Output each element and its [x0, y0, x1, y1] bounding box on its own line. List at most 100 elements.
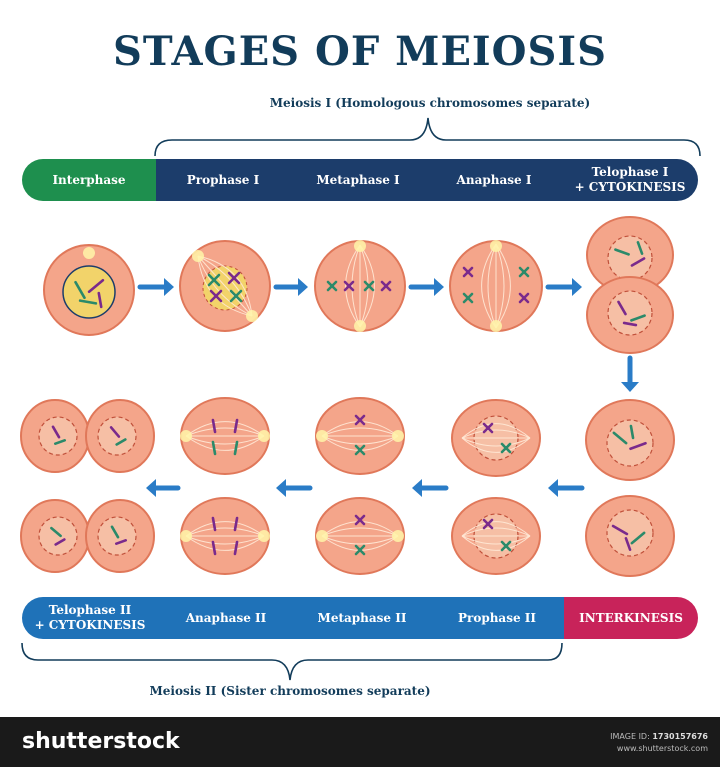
cell-interkinesis-top-nucleus: [606, 419, 654, 467]
meiosis-2-caption: Meiosis II (Sister chromosomes separate): [149, 684, 431, 698]
cell-anaphase-1-spindle-fiber-0: [495, 243, 511, 329]
cell-anaphase-2-top-chrom-4: [233, 440, 239, 456]
stage-label-prophase-2: Prophase II: [430, 597, 564, 639]
cell-anaphase-2-bottom-spindle: [185, 521, 265, 551]
cell-telophase-1-bottom-chrom-2: [630, 314, 646, 322]
cell-prophase-2-top-chrom-1-arm-b: [482, 422, 494, 434]
cell-prophase-2-bottom-chrom-1-arm-b: [482, 518, 494, 530]
cell-telophase-2-top-right-chrom-1: [109, 426, 121, 438]
cell-interkinesis-bottom-nucleus: [606, 509, 654, 557]
arrow-telophase-1-to-interkinesis-head: [621, 382, 639, 392]
anaphase-2-label: Anaphase II: [185, 610, 267, 625]
cell-anaphase-1-spindle-fiber-1: [495, 243, 505, 329]
cell-metaphase-1-spindle-fiber-4: [345, 244, 361, 328]
cell-anaphase-1-chrom-3-arm-b: [518, 266, 530, 278]
cell-metaphase-2-bottom-chrom-2-arm-b: [354, 544, 366, 556]
cell-anaphase-2-top-centrosome-a: [180, 430, 192, 442]
cell-telophase-2-top-right-chrom-2: [115, 438, 127, 446]
interphase-label: Interphase: [52, 172, 126, 187]
cell-telophase-2-bottom-left-nucleus: [38, 516, 78, 556]
cell-prophase-2-bottom-spindle-fiber-4: [461, 535, 531, 551]
arrow-interphase-to-prophase-1-head: [164, 278, 174, 296]
cell-prophase-1-centrosome-a: [192, 250, 204, 262]
arrow-prophase-2-to-metaphase-2-head: [412, 479, 422, 497]
cell-anaphase-2-bottom-spindle-fiber-0: [185, 521, 265, 537]
stage-label-telophase-1: Telophase I + CYTOKINESIS: [562, 159, 698, 201]
cell-anaphase-1-centrosome-b: [490, 320, 502, 332]
cell-prophase-2-bottom-chrom-2: [500, 540, 512, 552]
cell-anaphase-1: [449, 240, 543, 332]
cell-anaphase-1-chrom-4-arm-b: [518, 292, 530, 304]
prophase-1-label: Prophase I: [186, 172, 260, 187]
cell-prophase-2-bottom-spindle-fiber-3: [461, 535, 531, 545]
telophase-2-cytokinesis-label: + CYTOKINESIS: [34, 618, 146, 632]
cell-anaphase-2-bottom-centrosome-b: [258, 530, 270, 542]
cell-prophase-1-chrom-2: [227, 271, 241, 285]
cell-anaphase-1-spindle-fiber-4: [481, 243, 497, 329]
cell-anaphase-1-chrom-4: [518, 292, 530, 304]
cell-metaphase-2-top-chrom-2: [354, 444, 366, 456]
cell-telophase-1-bottom-chrom-3: [622, 321, 638, 327]
stage-brackets: [21, 117, 701, 681]
cell-telophase-2-bottom-right-chrom-2: [115, 538, 127, 546]
cell-prophase-2-bottom-spindle-fiber-1: [461, 527, 531, 537]
stage-label-interkinesis: INTERKINESIS: [564, 597, 698, 639]
cell-interphase: [43, 244, 135, 336]
cell-interkinesis-bottom-chrom-1: [611, 524, 629, 536]
cell-telophase-1-top-chrom-3: [636, 241, 644, 255]
cell-anaphase-2-bottom-chrom-3: [211, 540, 217, 556]
cell-interkinesis-top-chrom-3: [629, 424, 635, 440]
cell-metaphase-2-bottom-chrom-2: [354, 544, 366, 556]
cell-metaphase-2-top-centrosome-a: [316, 430, 328, 442]
cell-metaphase-1-centrosome-a: [354, 240, 366, 252]
stage-label-anaphase-1: Anaphase I: [426, 159, 562, 201]
cell-prophase-1-chrom-4: [229, 289, 243, 303]
stage-label-interphase: Interphase: [22, 159, 156, 201]
cell-interphase-centrosome: [83, 247, 95, 259]
cell-prophase-2-top-spindle-fiber-4: [461, 437, 531, 453]
stage-label-anaphase-2: Anaphase II: [158, 597, 294, 639]
cell-telophase-2-top-left-chrom-2: [54, 438, 66, 446]
meiosis-1-stage-band: Interphase Prophase I Metaphase I Anapha…: [22, 159, 698, 201]
arrow-interkinesis-to-prophase-2-head: [548, 479, 558, 497]
cell-metaphase-2-top: [315, 397, 405, 475]
cell-prophase-2-top-chrom-1: [482, 422, 494, 434]
arrow-metaphase-2-to-anaphase-2-head: [276, 479, 286, 497]
arrow-interkinesis-to-prophase-2: [548, 479, 585, 497]
telophase-1-cytokinesis-label: + CYTOKINESIS: [574, 180, 686, 194]
cell-interkinesis-top-chrom-1: [612, 431, 628, 445]
image-id-label: IMAGE ID:: [610, 732, 650, 741]
cell-metaphase-2-top-chrom-2-arm-b: [354, 444, 366, 456]
cell-anaphase-2-bottom-spindle-fiber-3: [185, 535, 265, 545]
cell-anaphase-1-chrom-2-arm-b: [462, 292, 474, 304]
cell-telophase-1-bottom-chrom-1: [617, 300, 627, 316]
cell-interphase-chromatin-3: [78, 299, 98, 305]
shutterstock-logo: shutterstock: [22, 729, 180, 754]
cell-anaphase-2-bottom-chrom-1: [211, 516, 217, 532]
cell-prophase-2-bottom-spindle: [461, 521, 531, 551]
prophase-2-label: Prophase II: [457, 610, 537, 625]
cell-interkinesis-top: [585, 399, 675, 481]
arrow-interphase-to-prophase-1: [137, 278, 174, 296]
arrow-anaphase-2-to-telophase-2: [146, 479, 181, 497]
meiosis-2-bracket: [21, 642, 563, 681]
cell-anaphase-2-top-spindle: [185, 421, 265, 451]
cell-anaphase-1-chrom-1-arm-b: [462, 266, 474, 278]
cell-interphase-chromatin-2: [87, 278, 105, 294]
telophase-2-label: Telophase II: [48, 603, 132, 617]
cell-metaphase-1-chrom-1: [326, 280, 338, 292]
cell-anaphase-2-top-spindle-fiber-3: [185, 435, 265, 445]
metaphase-2-label: Metaphase II: [317, 610, 407, 625]
cell-telophase-2-top-left: [20, 399, 90, 473]
cell-interkinesis-bottom: [585, 495, 675, 577]
cell-interkinesis-bottom-chrom-2: [630, 531, 646, 545]
cell-telophase-1-bottom-nucleus: [607, 290, 653, 336]
cell-interphase-chromatin-1: [74, 280, 86, 300]
cell-metaphase-1-spindle-fiber-0: [359, 244, 375, 328]
meiosis-diagram: [20, 117, 701, 681]
cell-prophase-1-chrom-1-arm-b: [207, 273, 221, 287]
cell-prophase-1-chrom-2-arm-b: [227, 271, 241, 285]
meiosis-1-caption: Meiosis I (Homologous chromosomes separa…: [269, 96, 591, 110]
anaphase-1-label: Anaphase I: [456, 172, 532, 187]
cell-telophase-1-bottom: [586, 276, 674, 354]
